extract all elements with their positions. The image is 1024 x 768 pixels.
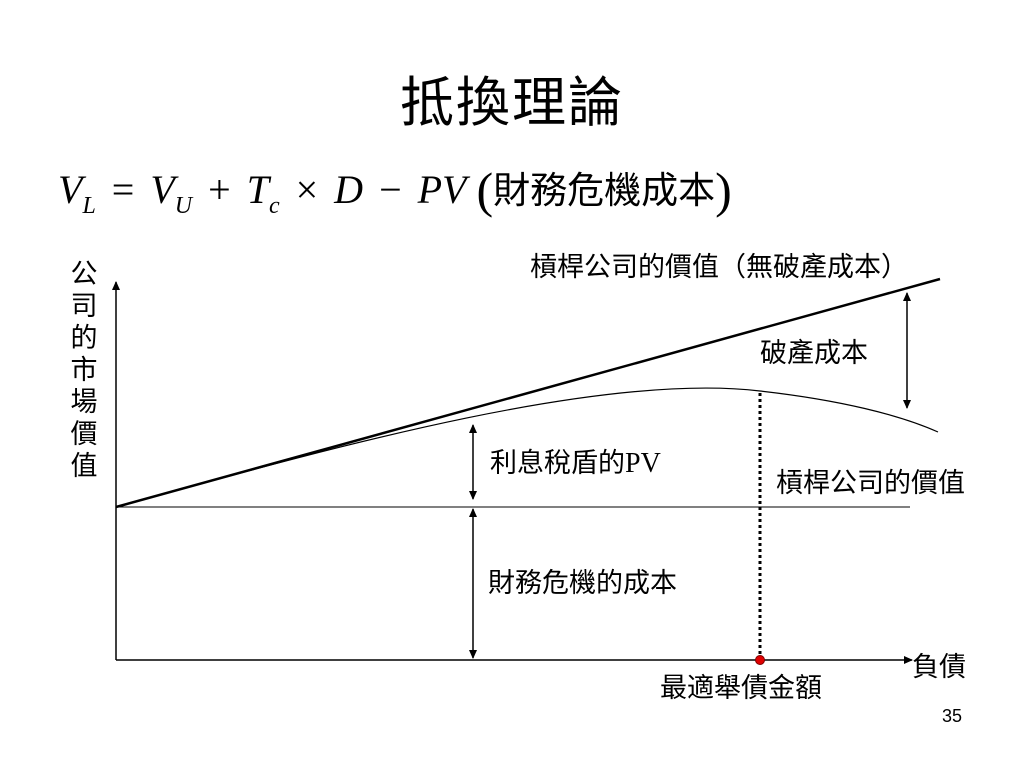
formula-text: 財務危機成本 <box>493 169 716 212</box>
y-axis-char: 司 <box>71 291 98 322</box>
no-cost-line-label: 槓桿公司的價值（無破產成本） <box>530 252 908 283</box>
y-axis-char: 價 <box>71 419 98 450</box>
y-axis-char: 的 <box>71 323 98 354</box>
x-axis-label: 負債 <box>912 652 966 683</box>
formula-plus: + <box>208 167 231 212</box>
y-axis-char: 值 <box>71 451 98 482</box>
levered-value-label: 槓桿公司的價值 <box>776 468 965 499</box>
formula-lhs-var: V <box>58 167 83 212</box>
slide-title: 抵換理論 <box>400 71 624 134</box>
formula-close-paren: ) <box>715 162 732 218</box>
y-axis-char: 市 <box>71 355 98 386</box>
formula-equals: = <box>111 167 135 212</box>
page-number: 35 <box>941 706 962 726</box>
y-axis-label: 公 司 的 市 場 價 值 <box>71 259 98 482</box>
y-axis-char: 公 <box>71 259 98 290</box>
formula-times: × <box>295 167 319 212</box>
optimal-point <box>755 655 765 665</box>
formula-pv: PV <box>417 167 467 212</box>
tax-shield-label: 利息稅盾的PV <box>490 448 661 479</box>
formula-open-paren: ( <box>476 162 494 218</box>
formula-t3-var: D <box>334 167 364 212</box>
formula-minus: − <box>379 167 402 212</box>
formula-t2-var: T <box>246 167 269 212</box>
y-axis-char: 場 <box>71 387 98 418</box>
optimal-debt-label: 最適舉債金額 <box>660 673 822 704</box>
formula-lhs-sub: L <box>82 193 96 219</box>
levered-value-curve <box>115 387 939 508</box>
formula-t1-sub: U <box>174 193 193 219</box>
formula: VL = VU + Tc × D − PV (財務危機成本) <box>58 160 732 220</box>
formula-t1-var: V <box>150 167 175 212</box>
formula-t2-sub: c <box>268 193 280 219</box>
distress-cost-label: 財務危機的成本 <box>488 568 677 599</box>
bankruptcy-cost-label: 破產成本 <box>760 338 868 369</box>
